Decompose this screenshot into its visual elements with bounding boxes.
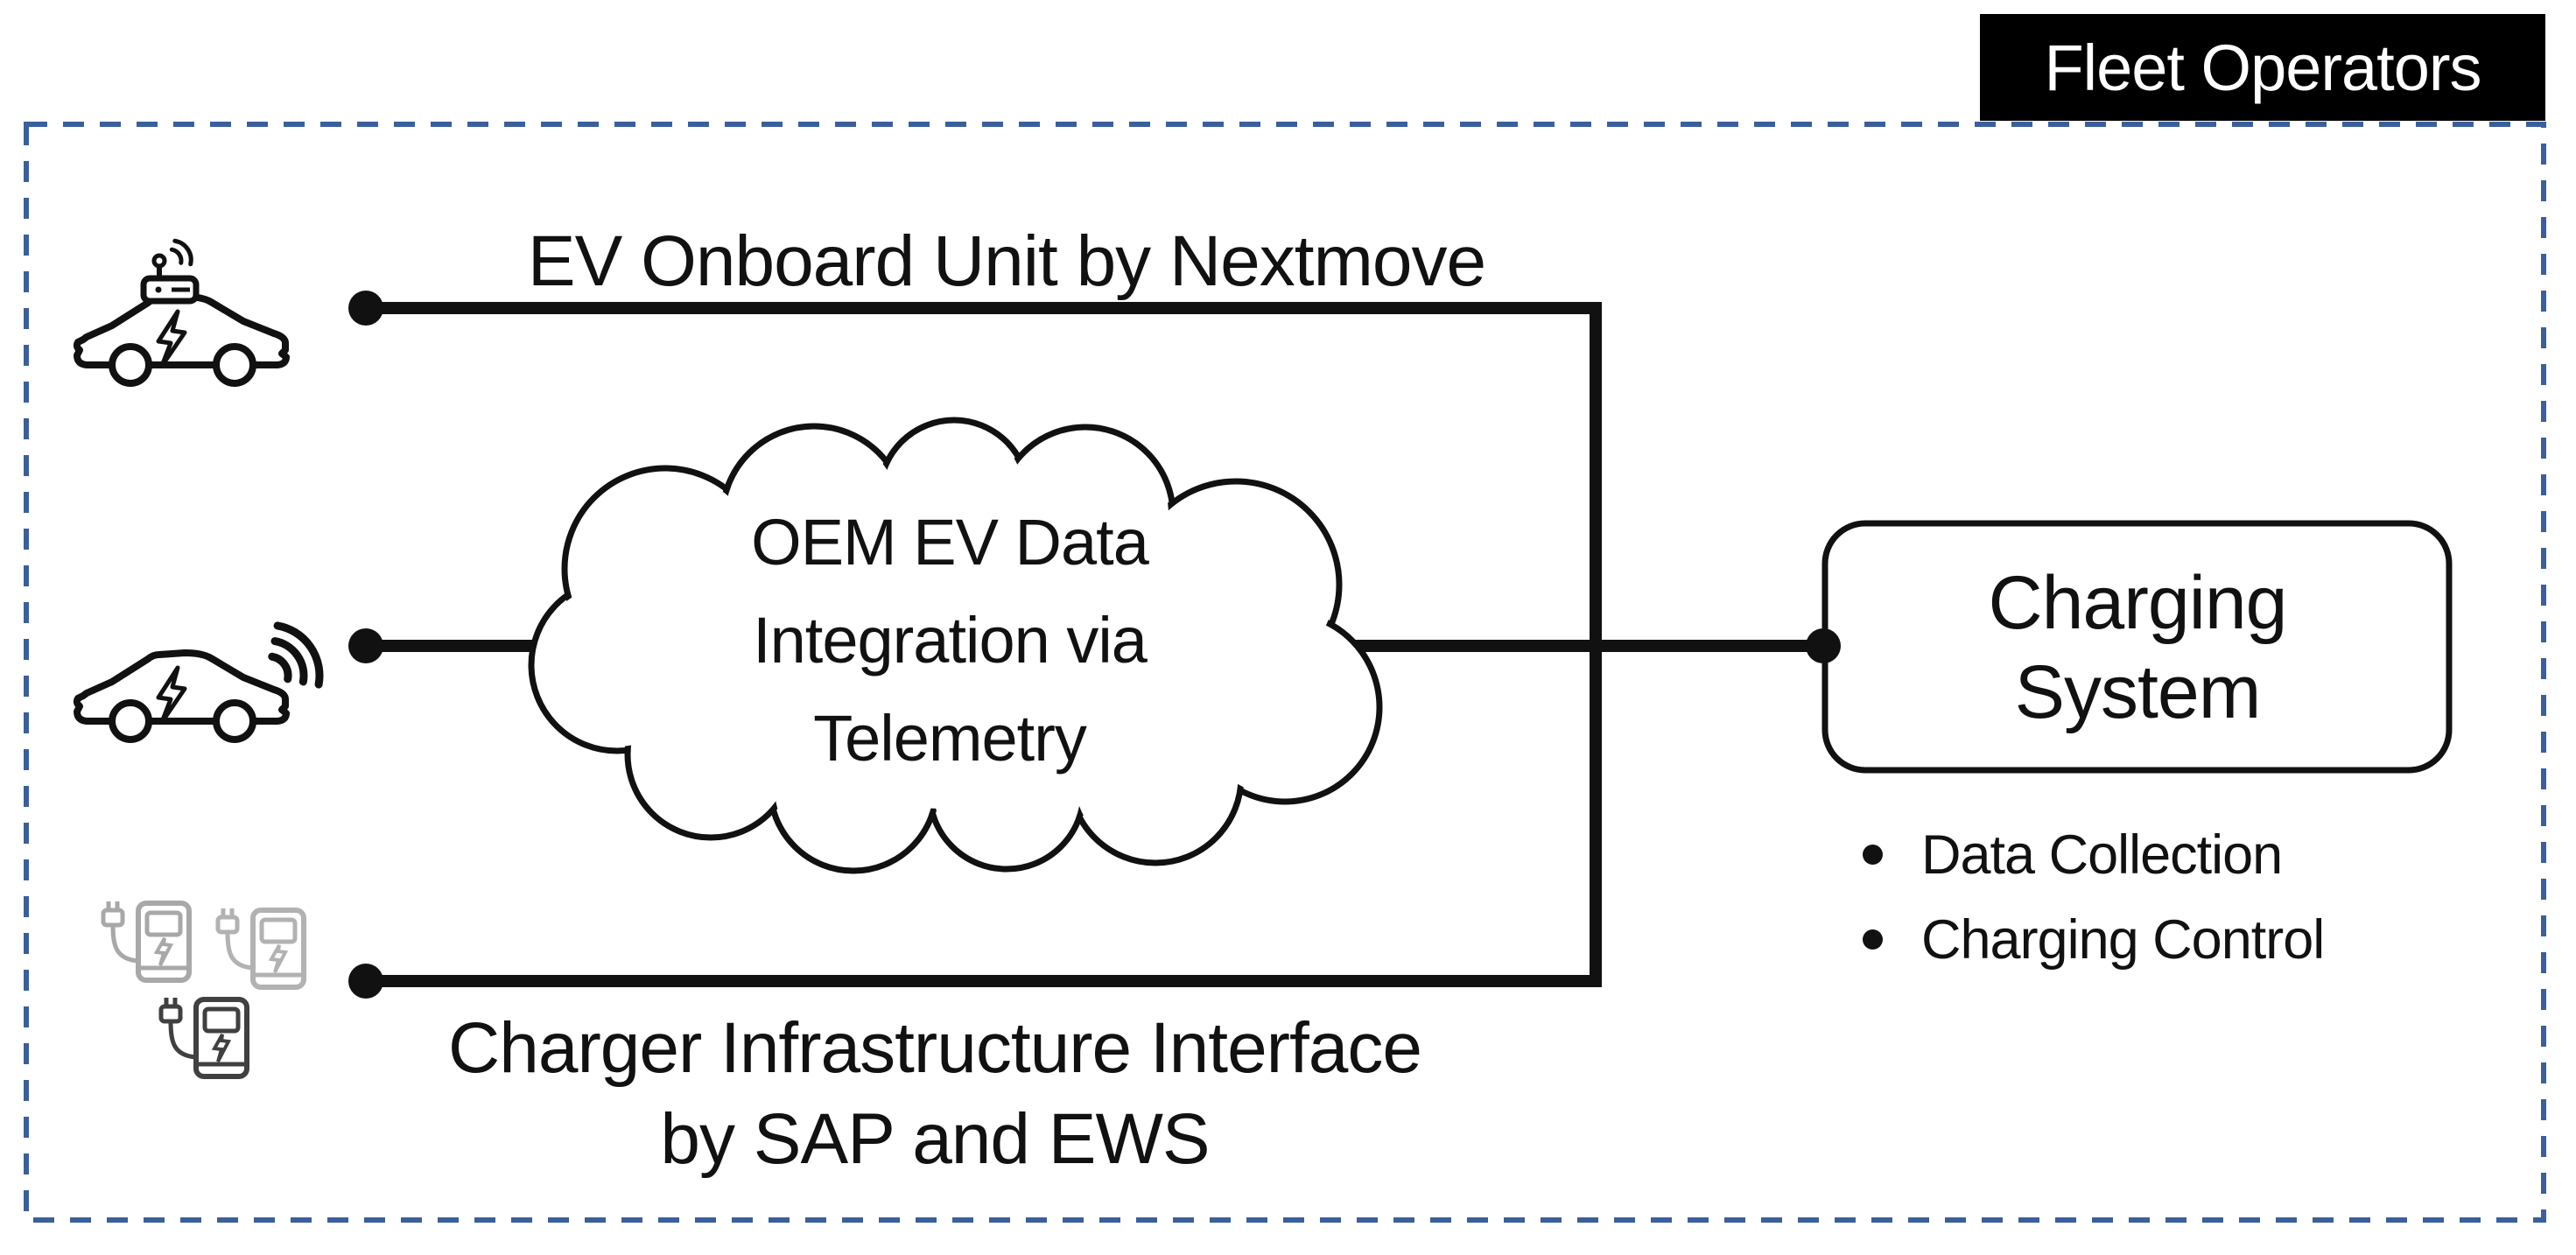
charging-system-title: Charging System xyxy=(1988,558,2288,737)
cloud-label-line2: Integration via xyxy=(753,604,1148,677)
fleet-operators-label: Fleet Operators xyxy=(2044,31,2481,104)
charger-icon-gray-1 xyxy=(101,901,192,983)
bullet-label-data-collection: Data Collection xyxy=(1921,824,2283,886)
charging-system-title-line2: System xyxy=(2014,650,2262,734)
fleet-operators-tag: Fleet Operators xyxy=(1980,14,2545,121)
label-charger-infrastructure-line1: Charger Infrastructure Interface xyxy=(448,1008,1422,1088)
cloud-label: OEM EV Data Integration via Telemetry xyxy=(751,494,1149,788)
ev-car-telemetry-icon xyxy=(73,649,290,743)
label-ev-onboard-unit: EV Onboard Unit by Nextmove xyxy=(527,221,1486,301)
bullet-dot-icon xyxy=(1863,845,1883,865)
onboard-unit-antenna-icon xyxy=(140,238,200,305)
ev-car-onboard-icon xyxy=(73,293,290,387)
bullet-item: Data Collection xyxy=(1863,812,2324,897)
fleet-boundary-dashed-border xyxy=(24,122,2546,1223)
label-charger-infrastructure-line2: by SAP and EWS xyxy=(660,1099,1210,1179)
bullet-item: Charging Control xyxy=(1863,897,2325,982)
dot-top-left xyxy=(348,291,383,326)
cloud-icon-fill xyxy=(536,424,1375,866)
cloud-label-line3: Telemetry xyxy=(813,702,1087,775)
dot-middle-left xyxy=(348,628,383,663)
wifi-signal-icon xyxy=(268,621,324,689)
dot-bottom-left xyxy=(348,964,383,999)
charger-icon-dark xyxy=(158,997,249,1079)
bullet-label-charging-control: Charging Control xyxy=(1921,908,2325,971)
bullet-dot-icon xyxy=(1863,929,1883,950)
charging-system-title-line1: Charging xyxy=(1988,561,2288,645)
cloud-label-line1: OEM EV Data xyxy=(751,506,1149,578)
dot-charging-box xyxy=(1806,628,1841,663)
connector-endpoint-dots xyxy=(348,291,1841,999)
charging-system-bullets: Data Collection Charging Control xyxy=(1863,812,2325,982)
charger-icon-gray-2 xyxy=(215,908,306,990)
label-charger-infrastructure: Charger Infrastructure Interface by SAP … xyxy=(448,1003,1422,1185)
